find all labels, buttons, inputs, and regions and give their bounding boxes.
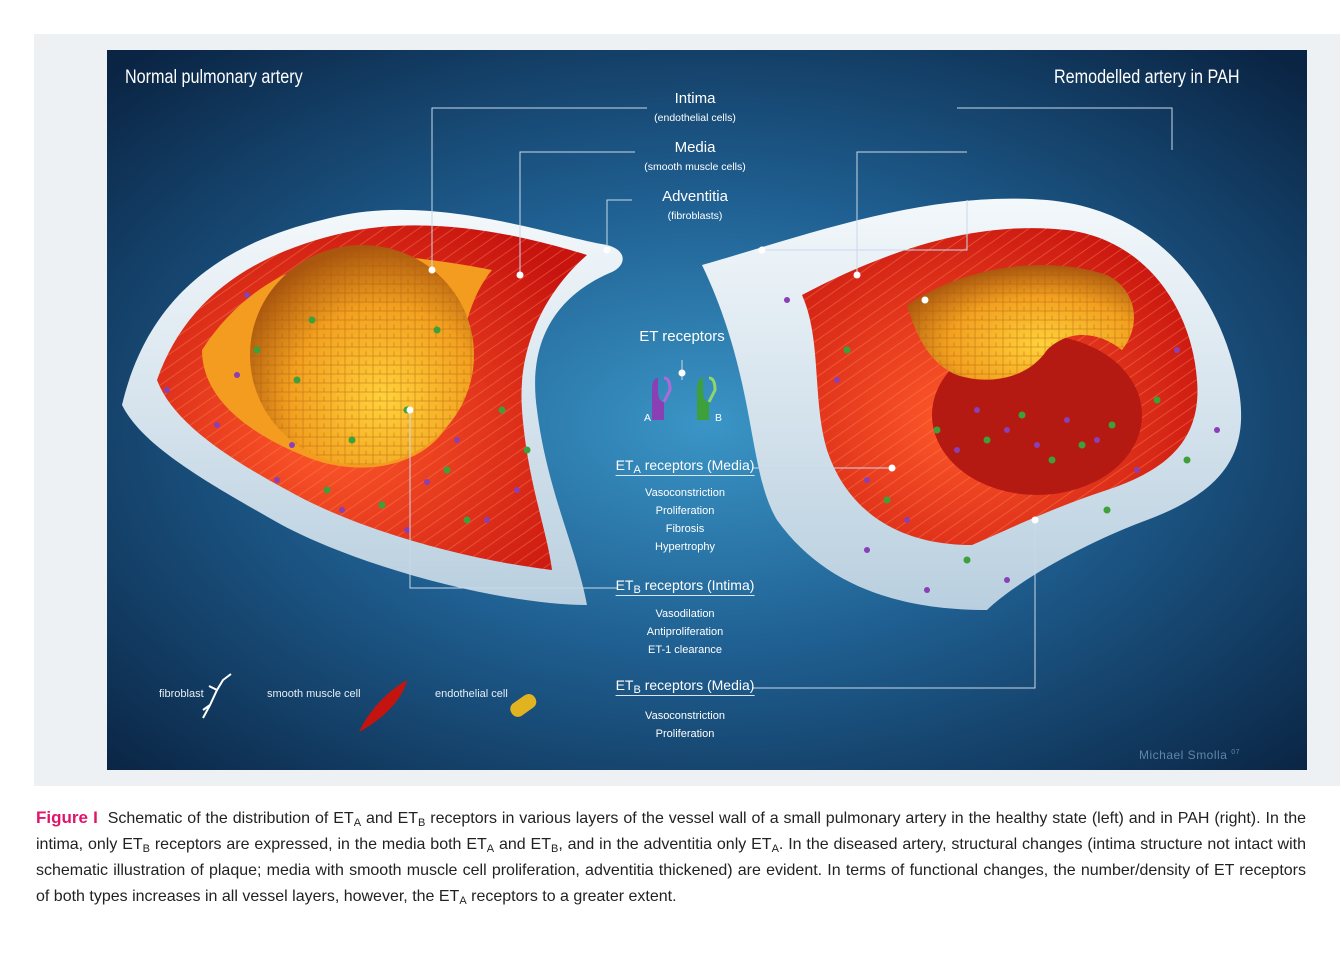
left-title: Normal pulmonary artery — [125, 67, 303, 89]
artery-illustration — [107, 50, 1307, 770]
figure-caption: Figure I Schematic of the distribution o… — [36, 805, 1306, 910]
adventitia-label: Adventitia — [662, 188, 728, 205]
right-title: Remodelled artery in PAH — [1054, 67, 1240, 89]
receptor-b-label: B — [715, 412, 722, 424]
intima-label: Intima — [675, 90, 716, 107]
et-receptors-label: ET receptors — [639, 328, 725, 345]
figure-label: Figure I — [36, 808, 98, 827]
receptor-a-label: A — [644, 412, 651, 424]
media-label: Media — [675, 139, 716, 156]
legend-smooth-muscle-cell: smooth muscle cell — [267, 688, 361, 700]
intima-sub: (endothelial cells) — [654, 112, 736, 124]
legend-endothelial-cell: endothelial cell — [435, 688, 508, 700]
media-sub: (smooth muscle cells) — [644, 161, 746, 173]
eta-media-heading: ETA receptors (Media) — [616, 457, 755, 476]
adventitia-sub: (fibroblasts) — [668, 210, 723, 222]
legend-fibroblast: fibroblast — [159, 688, 204, 700]
etb-intima-heading: ETB receptors (Intima) — [616, 577, 755, 596]
figure-illustration: Normal pulmonary artery Remodelled arter… — [107, 50, 1307, 770]
artist-signature: Michael Smolla 07 — [1139, 748, 1240, 762]
etb-media-heading: ETB receptors (Media) — [616, 677, 755, 696]
